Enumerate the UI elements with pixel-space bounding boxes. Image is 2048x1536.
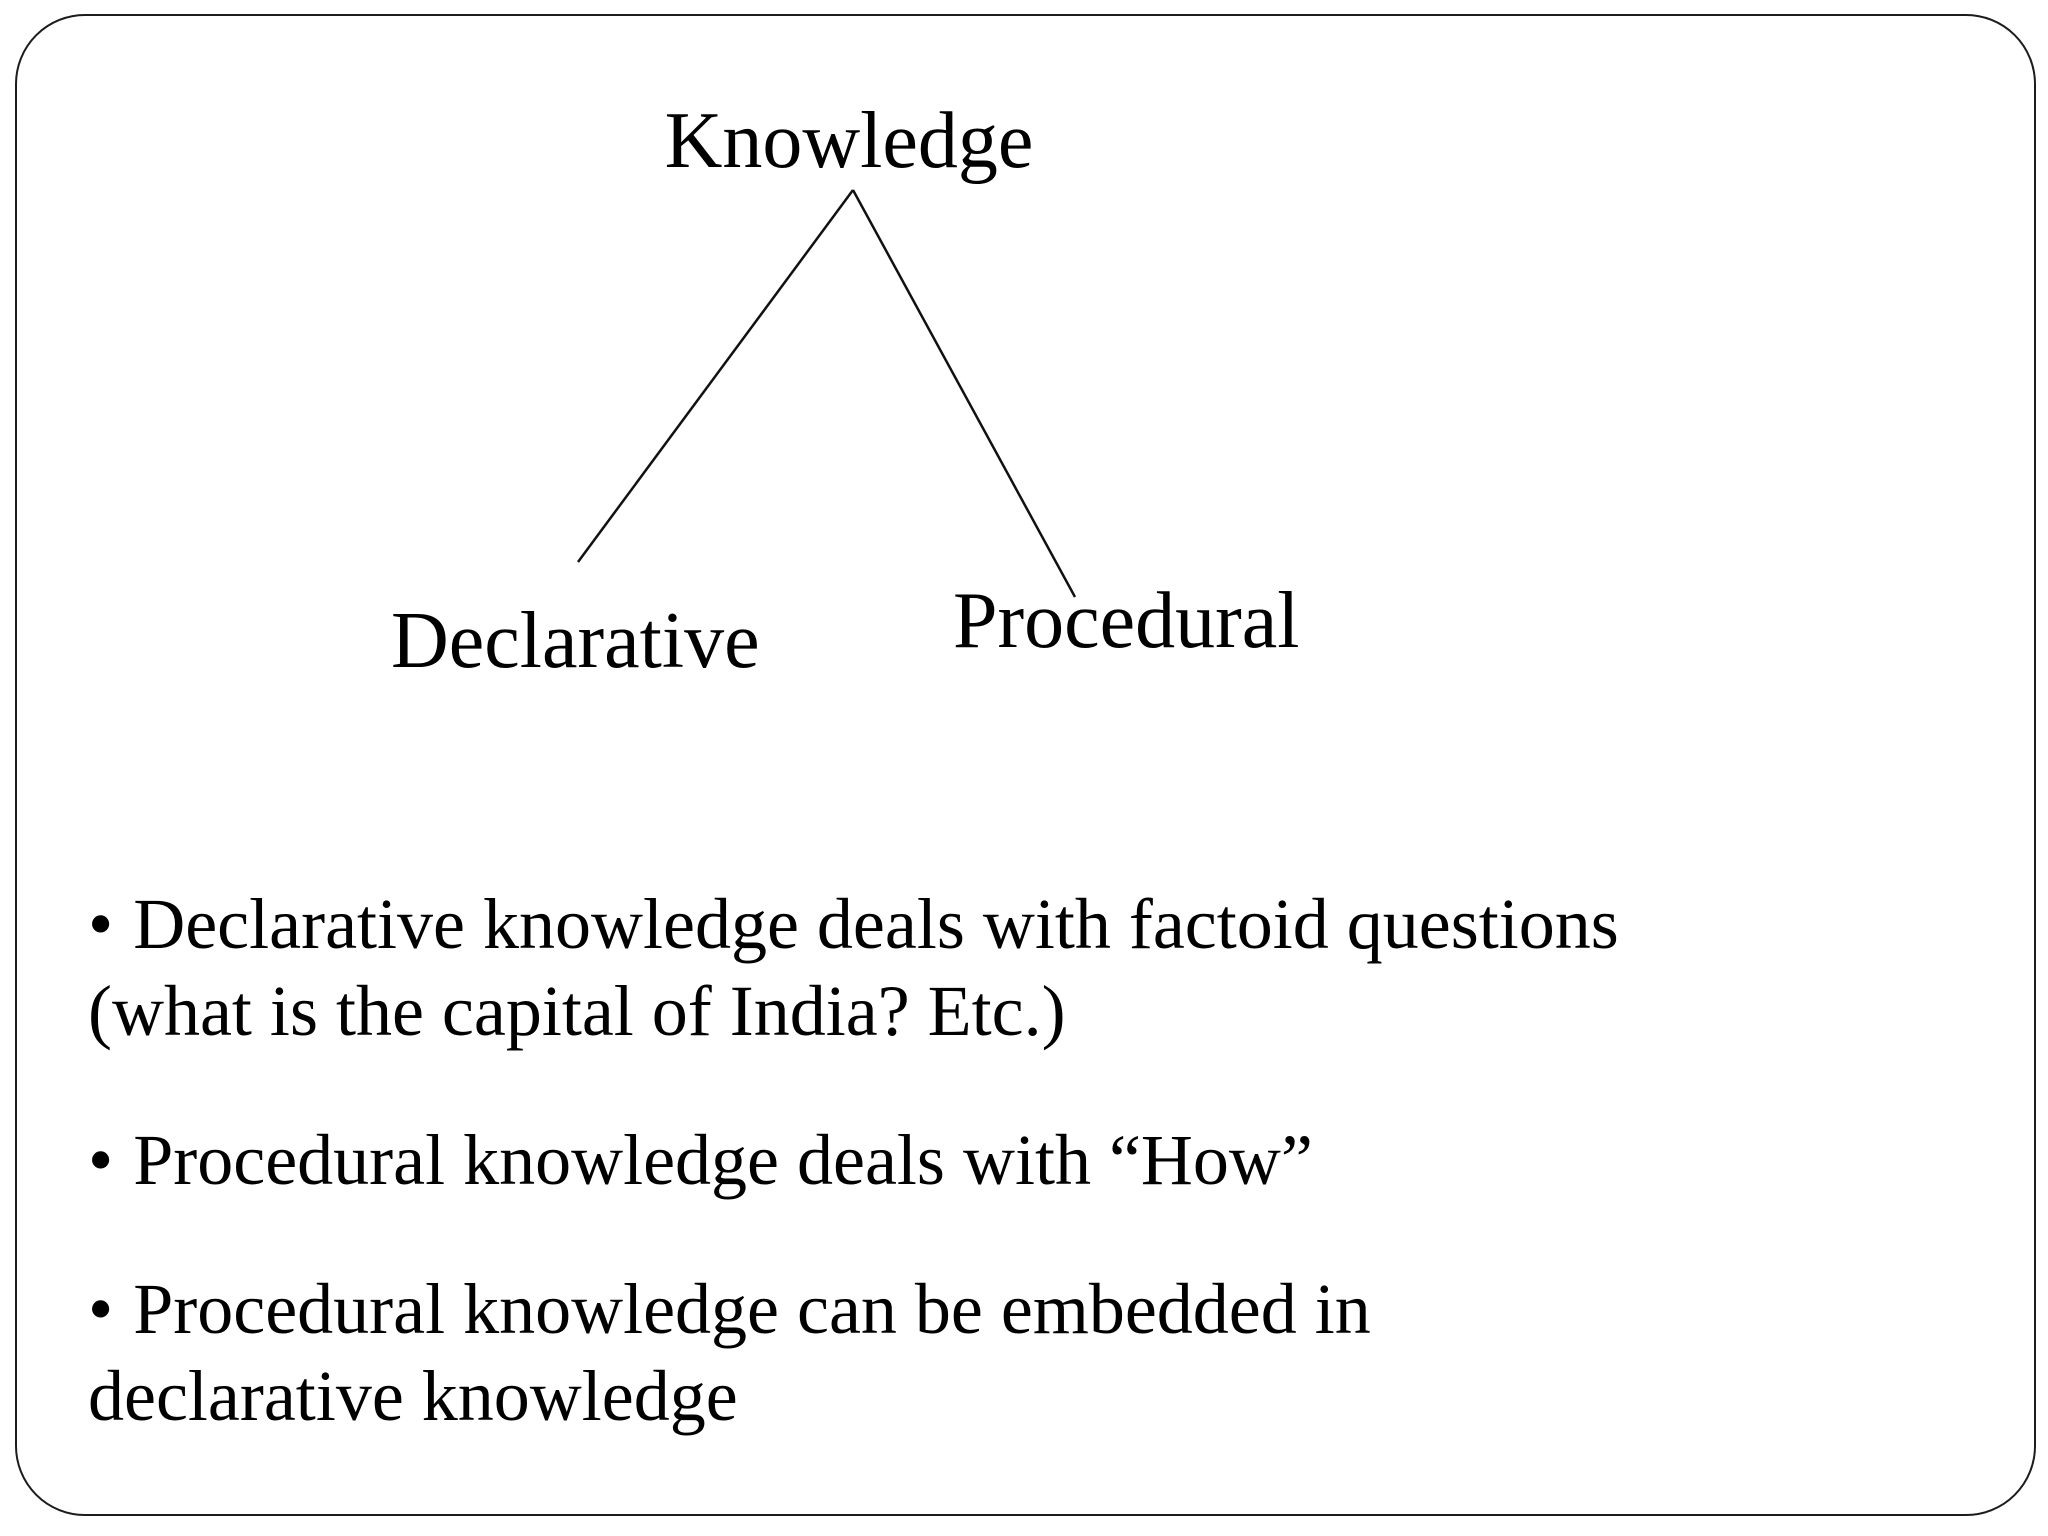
bullet-line: •Declarative knowledge deals with factoi… xyxy=(88,881,1908,968)
bullet-item-procedural-embedded: •Procedural knowledge can be embedded in… xyxy=(88,1266,1908,1440)
bullet-marker-icon: • xyxy=(88,884,114,964)
bullet-line-continuation: (what is the capital of India? Etc.) xyxy=(88,971,1066,1051)
tree-root-node-knowledge: Knowledge xyxy=(664,97,1034,185)
bullet-marker-icon: • xyxy=(88,1120,114,1200)
bullet-line-continuation: declarative knowledge xyxy=(88,1356,738,1436)
bullet-text: Declarative knowledge deals with factoid… xyxy=(133,884,1619,964)
bullet-item-procedural-how: •Procedural knowledge deals with “How” xyxy=(88,1117,1908,1204)
bullet-list: •Declarative knowledge deals with factoi… xyxy=(88,881,1908,1502)
bullet-line: •Procedural knowledge can be embedded in xyxy=(88,1266,1908,1353)
tree-child-node-declarative: Declarative xyxy=(391,597,760,685)
bullet-item-declarative-factoid: •Declarative knowledge deals with factoi… xyxy=(88,881,1908,1055)
tree-child-node-procedural: Procedural xyxy=(953,577,1300,665)
bullet-line: •Procedural knowledge deals with “How” xyxy=(88,1117,1908,1204)
bullet-text: Procedural knowledge can be embedded in xyxy=(133,1269,1371,1349)
bullet-text: Procedural knowledge deals with “How” xyxy=(133,1120,1313,1200)
bullet-marker-icon: • xyxy=(88,1269,114,1349)
